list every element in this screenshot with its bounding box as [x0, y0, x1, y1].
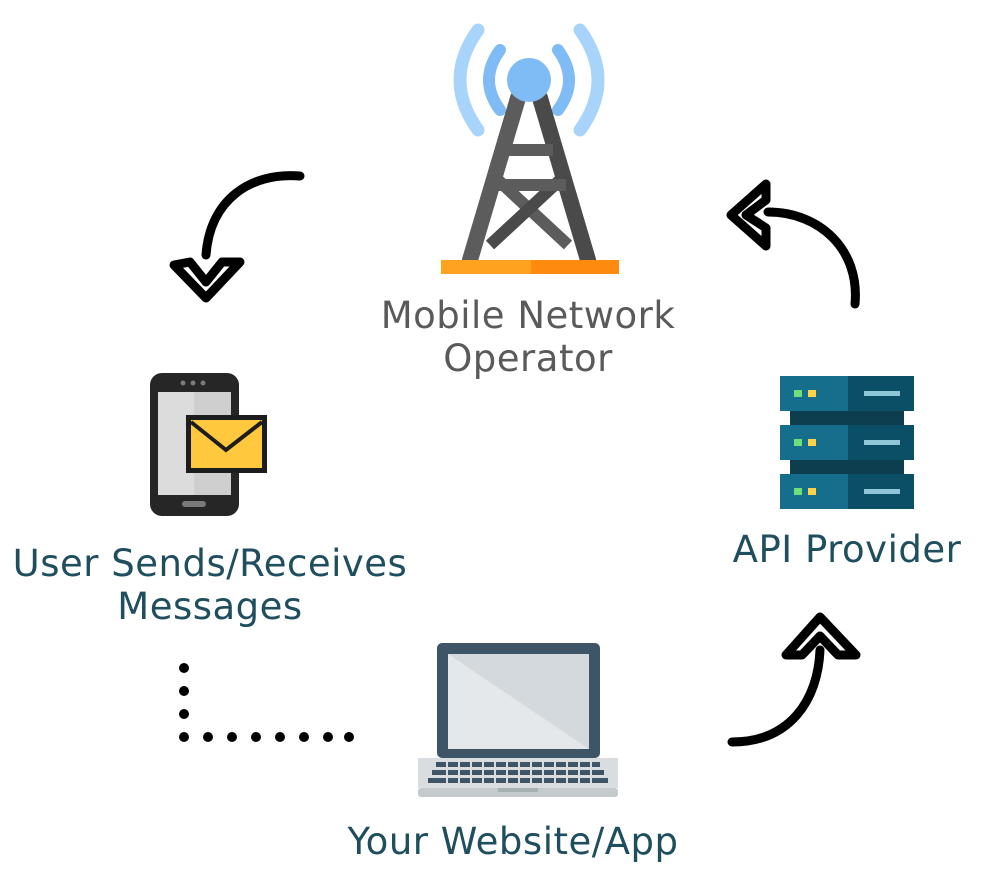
- arrow-operator-to-user: [169, 171, 305, 303]
- server-rack-icon: [780, 376, 914, 509]
- app-label: Your Website/App: [318, 820, 708, 863]
- operator-label-line2: Operator: [443, 337, 613, 380]
- api-label: API Provider: [712, 528, 982, 571]
- user-label-line2: Messages: [117, 585, 303, 628]
- dotted-connector: [179, 663, 354, 742]
- operator-label: Mobile Network Operator: [348, 294, 708, 380]
- laptop-icon: [418, 643, 618, 797]
- app-label-text: Your Website/App: [347, 820, 679, 863]
- operator-label-line1: Mobile Network: [380, 294, 676, 337]
- arrow-app-to-api: [727, 612, 861, 747]
- arrow-api-to-operator: [726, 179, 860, 309]
- api-label-text: API Provider: [732, 528, 962, 571]
- smartphone-message-icon: [150, 373, 267, 516]
- user-label-line1: User Sends/Receives: [12, 542, 408, 585]
- cell-tower-icon: [441, 23, 619, 274]
- user-label: User Sends/Receives Messages: [0, 542, 420, 628]
